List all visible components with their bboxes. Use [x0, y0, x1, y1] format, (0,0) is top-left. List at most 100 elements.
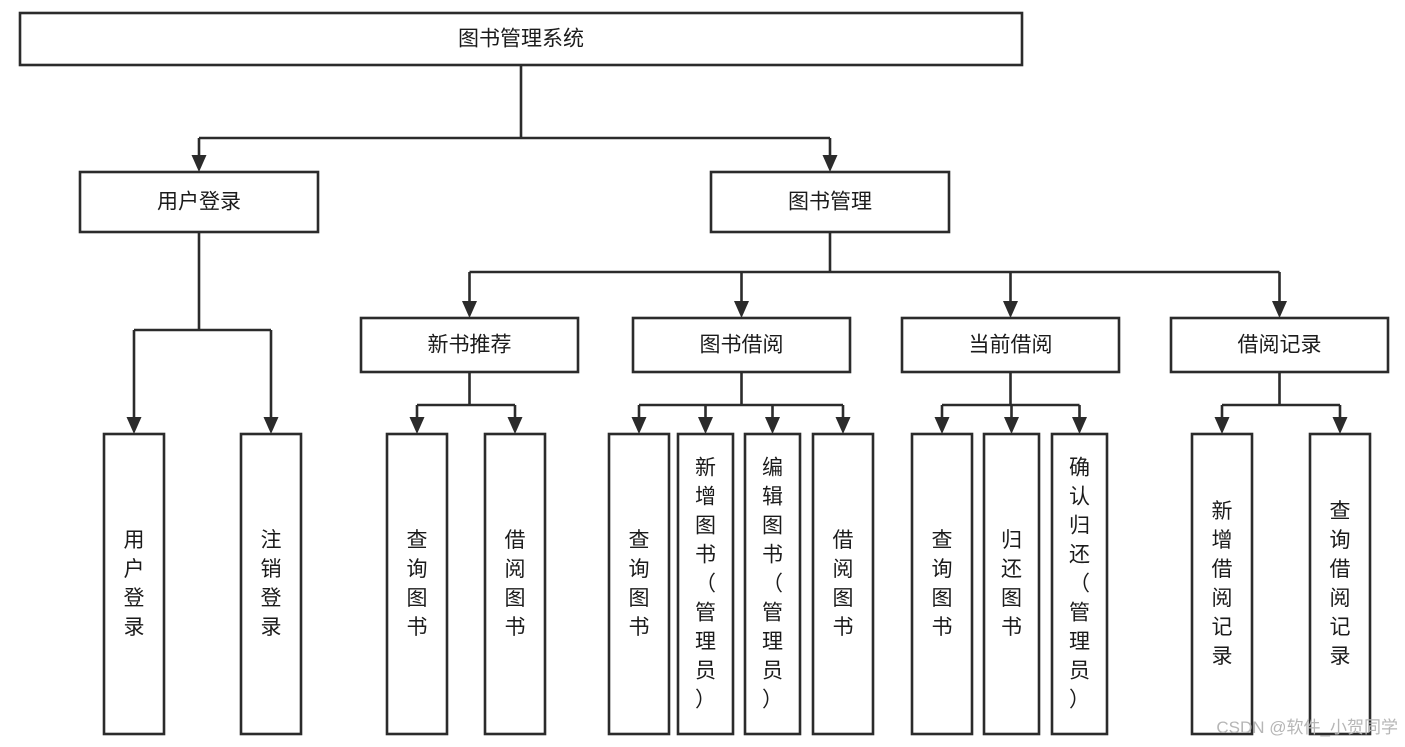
node-box-leaf-add-borrow-record[interactable] [1190, 432, 1254, 736]
arrow-head-icon [1272, 301, 1287, 318]
label-char: 还 [1069, 544, 1090, 567]
node-box-user-login[interactable] [78, 170, 320, 234]
label-char: 阅 [833, 558, 854, 581]
node-root[interactable]: 图书管理系统 [18, 11, 1024, 67]
label-char: ） [1069, 689, 1090, 712]
node-box-leaf-query-book-new[interactable] [385, 432, 449, 736]
label-char: 编 [762, 457, 783, 480]
label-char: 书 [1001, 616, 1022, 639]
arrow-head-icon [409, 417, 425, 434]
node-box-borrow-record[interactable] [1169, 316, 1390, 374]
arrow-head-icon [1004, 417, 1019, 434]
label-char: 管 [1069, 602, 1090, 625]
node-box-leaf-add-book-admin[interactable] [676, 432, 735, 736]
node-label-book-borrow: 图书借阅 [700, 334, 784, 357]
node-new-book-recommend[interactable]: 新书推荐 [359, 316, 580, 374]
node-leaf-user-login[interactable]: 用户登录 [102, 432, 166, 736]
node-book-borrow[interactable]: 图书借阅 [631, 316, 852, 374]
label-char: 新 [695, 457, 716, 480]
arrow-head-icon [126, 417, 142, 434]
label-char: 书 [407, 616, 428, 639]
label-char: 理 [1069, 631, 1090, 654]
label-char: 书 [505, 616, 526, 639]
node-box-new-book-recommend[interactable] [359, 316, 580, 374]
node-box-current-borrow[interactable] [900, 316, 1121, 374]
node-box-leaf-confirm-return-admin[interactable] [1050, 432, 1109, 736]
label-char: 阅 [505, 558, 526, 581]
label-char: 查 [407, 529, 428, 552]
arrow-head-icon [631, 417, 647, 434]
node-box-book-borrow[interactable] [631, 316, 852, 374]
label-char: 员 [695, 660, 716, 683]
label-char: 确 [1069, 457, 1090, 480]
node-box-leaf-borrow-book-new[interactable] [483, 432, 547, 736]
label-char: 阅 [1330, 587, 1351, 610]
label-char: 查 [932, 529, 953, 552]
label-char: ） [762, 689, 783, 712]
label-char: 借 [1330, 558, 1351, 581]
label-char: 借 [1212, 558, 1233, 581]
label-char: ） [695, 689, 716, 712]
node-box-leaf-borrow-book[interactable] [811, 432, 875, 736]
arrow-head-icon [263, 417, 279, 434]
node-box-root[interactable] [18, 11, 1024, 67]
node-box-leaf-query-book-borrow[interactable] [607, 432, 671, 736]
label-char: 登 [124, 587, 145, 610]
arrow-head-icon [822, 155, 838, 172]
label-char: 图 [695, 515, 716, 538]
arrow-head-icon [934, 417, 950, 434]
node-box-leaf-return-book[interactable] [982, 432, 1041, 736]
label-char: 图 [505, 587, 526, 610]
label-char: 归 [1069, 515, 1090, 538]
label-char: 查 [629, 529, 650, 552]
label-char: 书 [762, 544, 783, 567]
node-box-book-management[interactable] [709, 170, 951, 234]
label-char: 管 [762, 602, 783, 625]
label-char: 询 [932, 558, 953, 581]
label-char: 员 [1069, 660, 1090, 683]
label-char: （ [762, 573, 783, 596]
label-char: 员 [762, 660, 783, 683]
label-char: 增 [695, 486, 716, 509]
connector-user-login [126, 232, 279, 434]
node-layer: 图书管理系统用户登录图书管理新书推荐图书借阅当前借阅借阅记录用户登录注销登录查询… [18, 11, 1390, 736]
node-label-root: 图书管理系统 [458, 28, 584, 51]
label-char: 记 [1212, 616, 1233, 639]
label-char: 图 [762, 515, 783, 538]
label-char: 登 [261, 587, 282, 610]
label-char: 借 [833, 529, 854, 552]
node-box-leaf-edit-book-admin[interactable] [743, 432, 802, 736]
node-book-management[interactable]: 图书管理 [709, 170, 951, 234]
node-user-login[interactable]: 用户登录 [78, 170, 320, 234]
label-char: 销 [261, 558, 282, 581]
label-char: 录 [124, 616, 145, 639]
arrow-head-icon [698, 417, 713, 434]
label-char: 辑 [762, 486, 783, 509]
arrow-head-icon [191, 155, 207, 172]
node-borrow-record[interactable]: 借阅记录 [1169, 316, 1390, 374]
node-box-leaf-logout[interactable] [239, 432, 303, 736]
node-label-borrow-record: 借阅记录 [1238, 334, 1322, 357]
node-current-borrow[interactable]: 当前借阅 [900, 316, 1121, 374]
node-box-leaf-query-borrow-record[interactable] [1308, 432, 1372, 736]
label-char: 增 [1212, 529, 1233, 552]
node-box-leaf-query-book-current[interactable] [910, 432, 974, 736]
node-box-leaf-user-login[interactable] [102, 432, 166, 736]
